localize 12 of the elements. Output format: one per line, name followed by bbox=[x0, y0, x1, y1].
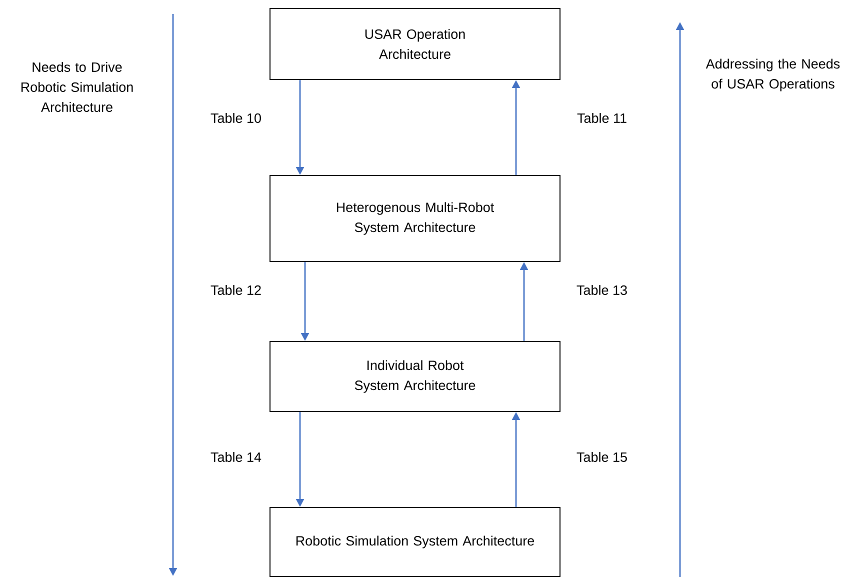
edge-label: Table 13 bbox=[576, 285, 627, 295]
side-note: Needs to Drive Robotic Simulation Architecture bbox=[21, 62, 133, 112]
process-box: Heterogenous Multi-Robot System Architecture bbox=[270, 175, 560, 262]
edge-label: Table 15 bbox=[576, 452, 627, 462]
edge-label: Table 12 bbox=[210, 285, 261, 295]
edge-label: Table 14 bbox=[210, 452, 262, 462]
edge-label: Table 11 bbox=[577, 113, 626, 123]
edge-label: Table 10 bbox=[210, 113, 261, 123]
process-box: Robotic Simulation System Architecture bbox=[270, 507, 560, 577]
side-note: Addressing the Needs of USAR Operations bbox=[706, 58, 840, 92]
process-box: Individual Robot System Architecture bbox=[270, 341, 560, 412]
process-box: USAR Operation Architecture bbox=[270, 8, 560, 80]
